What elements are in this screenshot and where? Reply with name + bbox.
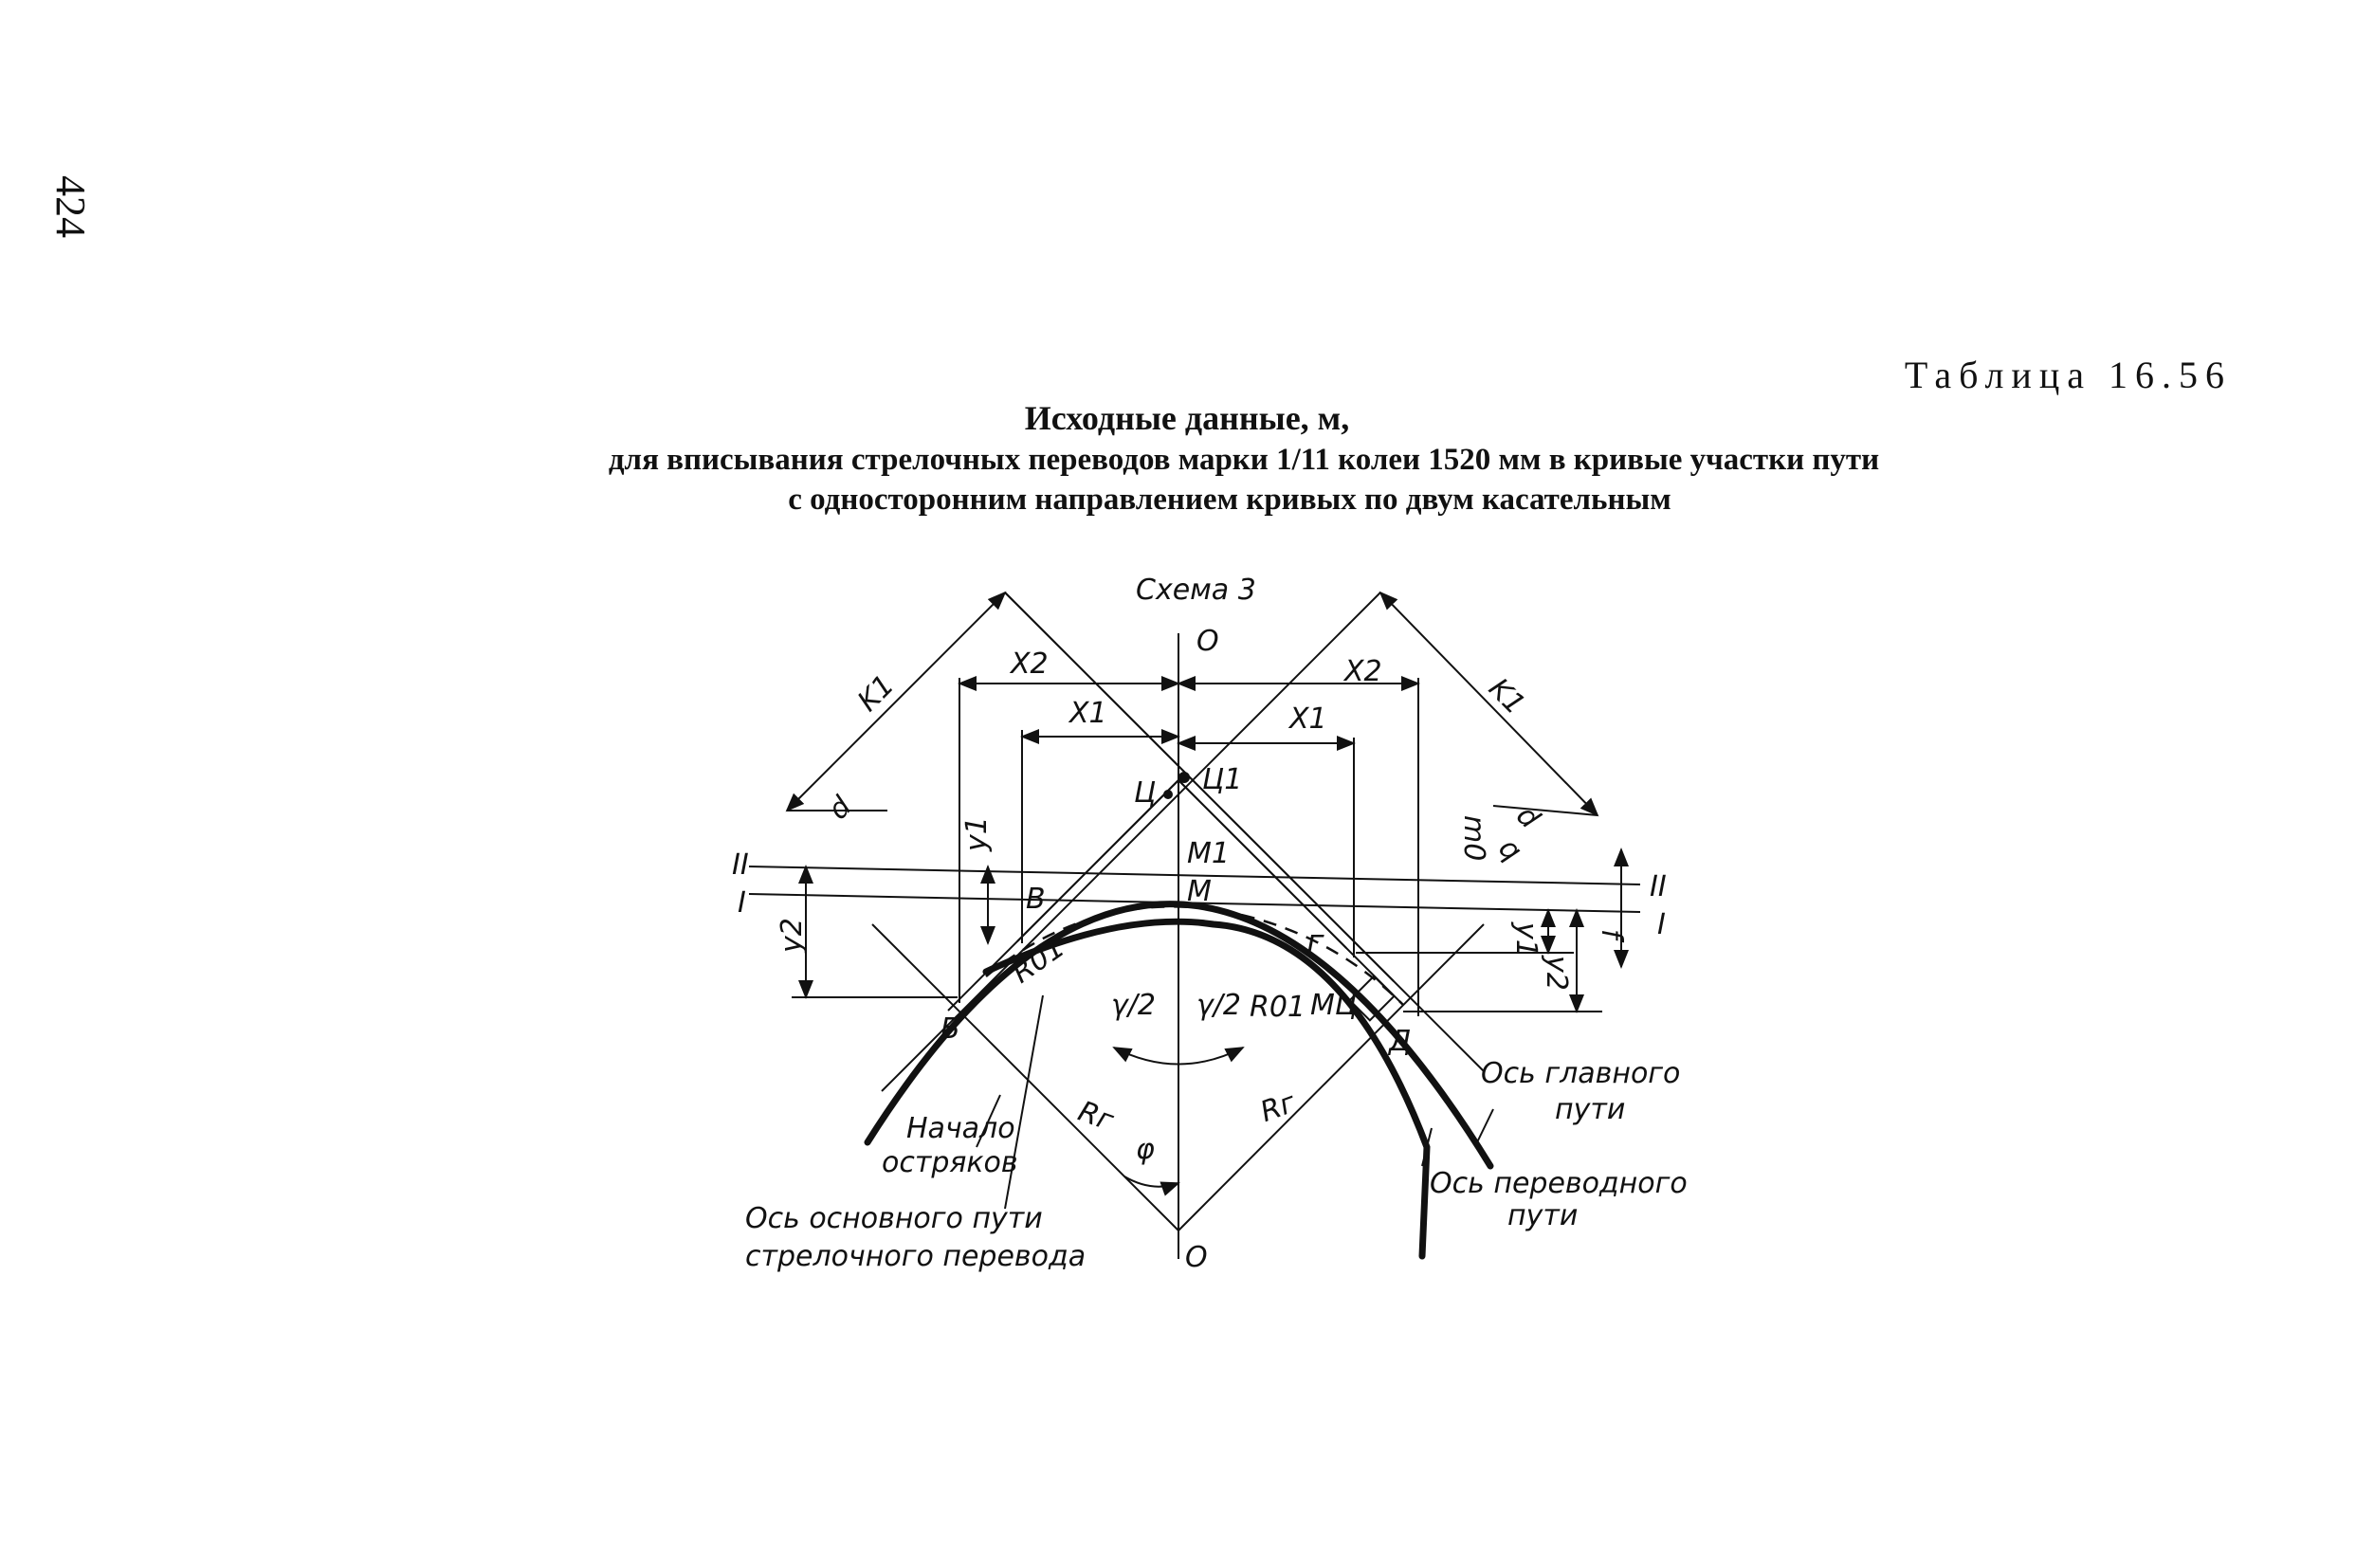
- callout-perevodnoy-1: Ось переводного: [1430, 1167, 1688, 1200]
- callout-nachalo-2: остряков: [882, 1146, 1018, 1179]
- label-line-I-right: I: [1657, 908, 1666, 941]
- label-g: Г: [1306, 930, 1324, 963]
- label-line-I-left: I: [738, 886, 746, 920]
- label-m: М: [1187, 875, 1212, 908]
- label-y2-right: y2: [1540, 955, 1573, 991]
- callout-nachalo-1: Начало: [906, 1112, 1015, 1145]
- branch-track-curve: [982, 918, 1431, 1260]
- table-label: Таблица 16.56: [1904, 354, 2232, 396]
- diag-extra-left: [1004, 592, 1395, 982]
- label-y1-left: y1: [960, 816, 994, 852]
- label-k1-right: K1: [1482, 672, 1531, 721]
- label-d-right: d: [1509, 799, 1546, 836]
- label-x2-right: X2: [1342, 655, 1382, 688]
- label-gamma-left: γ/2: [1111, 989, 1156, 1022]
- label-y2-left: y2: [776, 918, 809, 954]
- label-c1: Ц1: [1202, 763, 1242, 796]
- label-f: f: [1595, 929, 1628, 943]
- label-b: Б: [940, 1012, 960, 1046]
- leader-glavnoy: [1476, 1108, 1494, 1143]
- point-c1: [1178, 772, 1190, 783]
- diamond-right-upper: [1178, 779, 1347, 949]
- callout-glavnoy-2: пути: [1555, 1093, 1625, 1126]
- label-line-II-left: II: [732, 848, 749, 882]
- label-rg-right: Rг: [1256, 1086, 1301, 1129]
- label-q: q: [1492, 831, 1528, 867]
- label-m1: М1: [1187, 837, 1230, 870]
- title-line-1: Исходные данные, м,: [1024, 399, 1350, 437]
- axis-top-label: О: [1196, 625, 1219, 658]
- point-c: [1163, 790, 1173, 799]
- k1-dim-left: [785, 591, 1007, 812]
- label-x1-left: X1: [1068, 697, 1107, 730]
- callout-osnovnoy-2: стрелочного перевода: [745, 1240, 1086, 1273]
- dashed-curve: [985, 905, 1404, 1006]
- label-gamma-right: γ/2: [1196, 989, 1241, 1022]
- label-c: Ц: [1134, 776, 1156, 810]
- main-track-curve: [864, 901, 1494, 1170]
- label-r01-right: R01: [1250, 991, 1306, 1024]
- label-line-II-right: II: [1650, 870, 1667, 903]
- long-diag-right: [881, 592, 1381, 1092]
- radius-left: [871, 923, 1179, 1231]
- axis-bottom-label: О: [1185, 1241, 1208, 1274]
- title-line-3: с односторонним направлением кривых по д…: [788, 483, 1671, 517]
- label-v: В: [1026, 883, 1046, 916]
- title-line-2: для вписывания стрелочных переводов марк…: [608, 443, 1880, 477]
- label-x2-left: X2: [1009, 647, 1049, 681]
- title-block: Исходные данные, м, для вписывания стрел…: [0, 396, 2374, 520]
- callout-osnovnoy-1: Ось основного пути: [745, 1202, 1043, 1235]
- caption: Схема 3: [1136, 574, 1256, 607]
- k1-dim-right: [1379, 591, 1599, 817]
- label-d-point: Д: [1387, 1025, 1411, 1058]
- leader-osnovnoy: [1004, 994, 1044, 1210]
- phi-arc: [1123, 1176, 1180, 1196]
- label-k1-left: K1: [851, 668, 901, 718]
- radius-right: [1178, 923, 1485, 1231]
- gamma-arc: [1112, 1047, 1245, 1066]
- label-m0: m0: [1457, 815, 1490, 861]
- label-y1-right: y1: [1509, 921, 1543, 957]
- callout-perevodnoy-2: пути: [1507, 1199, 1578, 1232]
- leader-nachalo: [976, 1094, 1001, 1148]
- line-II: [748, 866, 1641, 885]
- label-phi: φ: [1136, 1133, 1155, 1166]
- label-x1-right: X1: [1287, 702, 1327, 736]
- diamond-left-upper: [1016, 779, 1179, 942]
- label-mc: МЦ: [1310, 989, 1357, 1022]
- label-d-left: d: [822, 790, 859, 827]
- d-dim-right: [1492, 805, 1598, 816]
- callout-glavnoy-1: Ось главного: [1481, 1057, 1680, 1090]
